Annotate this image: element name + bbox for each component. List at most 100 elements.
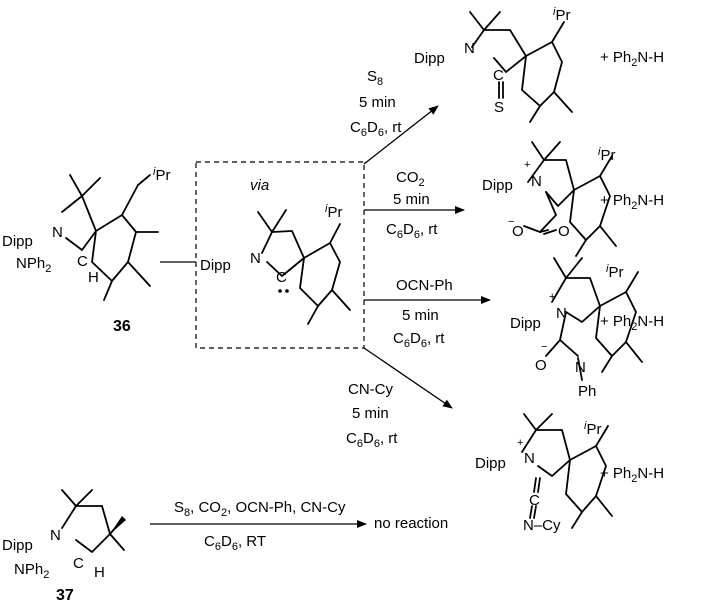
p3-o: O bbox=[535, 357, 547, 374]
compound-36-ipr-text: Pr bbox=[155, 167, 170, 184]
conditions-co2: CO2 5 min C6D6, rt bbox=[386, 169, 438, 241]
compound-37-nph2-sub: 2 bbox=[43, 569, 49, 581]
compound-37-n: N bbox=[50, 527, 61, 544]
r2-solv-rest: , rt bbox=[420, 221, 438, 238]
r1-reagent-sub: 8 bbox=[377, 76, 383, 88]
r2-solvent: C6D6, rt bbox=[386, 221, 438, 241]
r2-reagent-text: CO bbox=[396, 169, 419, 186]
byproduct-1: + Ph2N-H bbox=[600, 49, 664, 69]
no-reaction-label: no reaction bbox=[374, 515, 448, 532]
r3-reagent: OCN-Ph bbox=[396, 277, 453, 294]
r3-solv-c: C bbox=[393, 330, 404, 347]
r4-solv-c-sub: 6 bbox=[357, 438, 363, 450]
p1-n: N bbox=[464, 40, 475, 57]
p3-n: N bbox=[556, 305, 567, 322]
p3-dipp: Dipp bbox=[510, 315, 541, 332]
p3-ipr-text: Pr bbox=[608, 264, 623, 281]
compound-36-h: H bbox=[88, 269, 99, 286]
compound-36-bonds bbox=[61, 174, 159, 301]
carbene-ipr: iPr bbox=[325, 203, 342, 221]
p2-n: N bbox=[531, 173, 542, 190]
p3-ph: Ph bbox=[578, 383, 596, 400]
r5-solv-c-sub: 6 bbox=[215, 541, 221, 553]
r4-solv-rest: , rt bbox=[380, 430, 398, 447]
p4-cy: –Cy bbox=[534, 517, 561, 534]
conditions-ocnph: OCN-Ph 5 min C6D6, rt bbox=[393, 277, 453, 350]
compound-37-wedge bbox=[110, 516, 126, 534]
r1-solvent: C6D6, rt bbox=[350, 119, 402, 139]
carbene-c: C bbox=[276, 269, 287, 286]
p4-ipr-text: Pr bbox=[586, 421, 601, 438]
r5-reagents-b-sub: 2 bbox=[221, 507, 227, 519]
compound-37-h: H bbox=[94, 564, 105, 581]
compound-36-nph2-sub: 2 bbox=[45, 263, 51, 275]
arrow-s8 bbox=[363, 105, 439, 165]
compound-36-nph2-text: NPh bbox=[16, 255, 45, 272]
compound-37-nph2: NPh2 bbox=[14, 561, 49, 581]
p2-ipr-text: Pr bbox=[600, 147, 615, 164]
r2-reagent-sub: 2 bbox=[419, 177, 425, 189]
p4-ipr: iPr bbox=[584, 420, 601, 438]
byproduct-2: + Ph2N-H bbox=[600, 192, 664, 212]
compound-36-ipr: iPr bbox=[153, 166, 170, 184]
product-co2-adduct: Dipp N + O − O iPr bbox=[482, 141, 617, 257]
byproduct-4-prefix: + Ph bbox=[600, 465, 631, 482]
r5-reagents: S8, CO2, OCN-Ph, CN-Cy bbox=[174, 499, 346, 519]
carbene-ipr-text: Pr bbox=[327, 204, 342, 221]
byproduct-3: + Ph2N-H bbox=[600, 313, 664, 333]
p3-plus: + bbox=[549, 291, 555, 303]
p1-s: S bbox=[494, 99, 504, 116]
r1-solv-d-sub: 6 bbox=[378, 127, 384, 139]
r1-solv-d: D bbox=[367, 119, 378, 136]
product-ocnph-adduct: Dipp N + O − N Ph iPr bbox=[510, 257, 643, 400]
compound-36: Dipp N C H NPh2 iPr 36 bbox=[2, 166, 170, 335]
r1-solv-c-sub: 6 bbox=[361, 127, 367, 139]
p2-minus: − bbox=[508, 216, 514, 228]
r2-time: 5 min bbox=[393, 191, 430, 208]
r3-solvent: C6D6, rt bbox=[393, 330, 445, 350]
p4-dipp: Dipp bbox=[475, 455, 506, 472]
compound-36-nph2: NPh2 bbox=[16, 255, 51, 275]
compound-36-n: N bbox=[52, 224, 63, 241]
r4-solv-c: C bbox=[346, 430, 357, 447]
r3-solv-rest: , rt bbox=[427, 330, 445, 347]
r2-solv-c: C bbox=[386, 221, 397, 238]
byproduct-4-sub: 2 bbox=[631, 473, 637, 485]
arrow-cncy bbox=[363, 347, 453, 409]
r5-solv-d: D bbox=[221, 533, 232, 550]
via-label: via bbox=[250, 177, 269, 194]
conditions-cncy: CN-Cy 5 min C6D6, rt bbox=[346, 381, 398, 450]
carbene-intermediate: via Dipp N C iPr bbox=[200, 177, 351, 325]
compound-37-label: 37 bbox=[56, 587, 74, 601]
compound-36-c: C bbox=[77, 253, 88, 270]
compound-36-ipr-i: i bbox=[153, 166, 156, 178]
r4-solvent: C6D6, rt bbox=[346, 430, 398, 450]
r1-solv-c: C bbox=[350, 119, 361, 136]
p4-ipr-i: i bbox=[584, 420, 587, 432]
r5-solv-rest: , RT bbox=[238, 533, 266, 550]
compound-37-dipp: Dipp bbox=[2, 537, 33, 554]
carbene-n: N bbox=[250, 250, 261, 267]
p2-o1: O bbox=[512, 223, 524, 240]
byproduct-4-suffix: N-H bbox=[637, 465, 664, 482]
p2-o2: O bbox=[558, 223, 570, 240]
p1-ipr-i: i bbox=[553, 6, 556, 18]
p4-ncy: N–Cy bbox=[523, 517, 561, 534]
p3-ipr-i: i bbox=[606, 263, 609, 275]
compound-36-dipp: Dipp bbox=[2, 233, 33, 250]
p1-ipr: iPr bbox=[553, 6, 570, 24]
r4-solv-d-sub: 6 bbox=[374, 438, 380, 450]
p2-dipp: Dipp bbox=[482, 177, 513, 194]
p2-ipr: iPr bbox=[598, 146, 615, 164]
p4-c: C bbox=[529, 492, 540, 509]
product-cncy-adduct: Dipp N + C N–Cy iPr bbox=[475, 413, 613, 534]
r3-time: 5 min bbox=[402, 307, 439, 324]
byproduct-1-suffix: N-H bbox=[637, 49, 664, 66]
byproduct-3-suffix: N-H bbox=[637, 313, 664, 330]
p3-ipr: iPr bbox=[606, 263, 623, 281]
carbene-lone-pair-1 bbox=[278, 289, 282, 293]
r2-solv-d-sub: 6 bbox=[414, 229, 420, 241]
byproduct-1-prefix: + Ph bbox=[600, 49, 631, 66]
carbene-lone-pair-2 bbox=[285, 289, 289, 293]
r5-reagents-b: , CO bbox=[190, 499, 221, 516]
